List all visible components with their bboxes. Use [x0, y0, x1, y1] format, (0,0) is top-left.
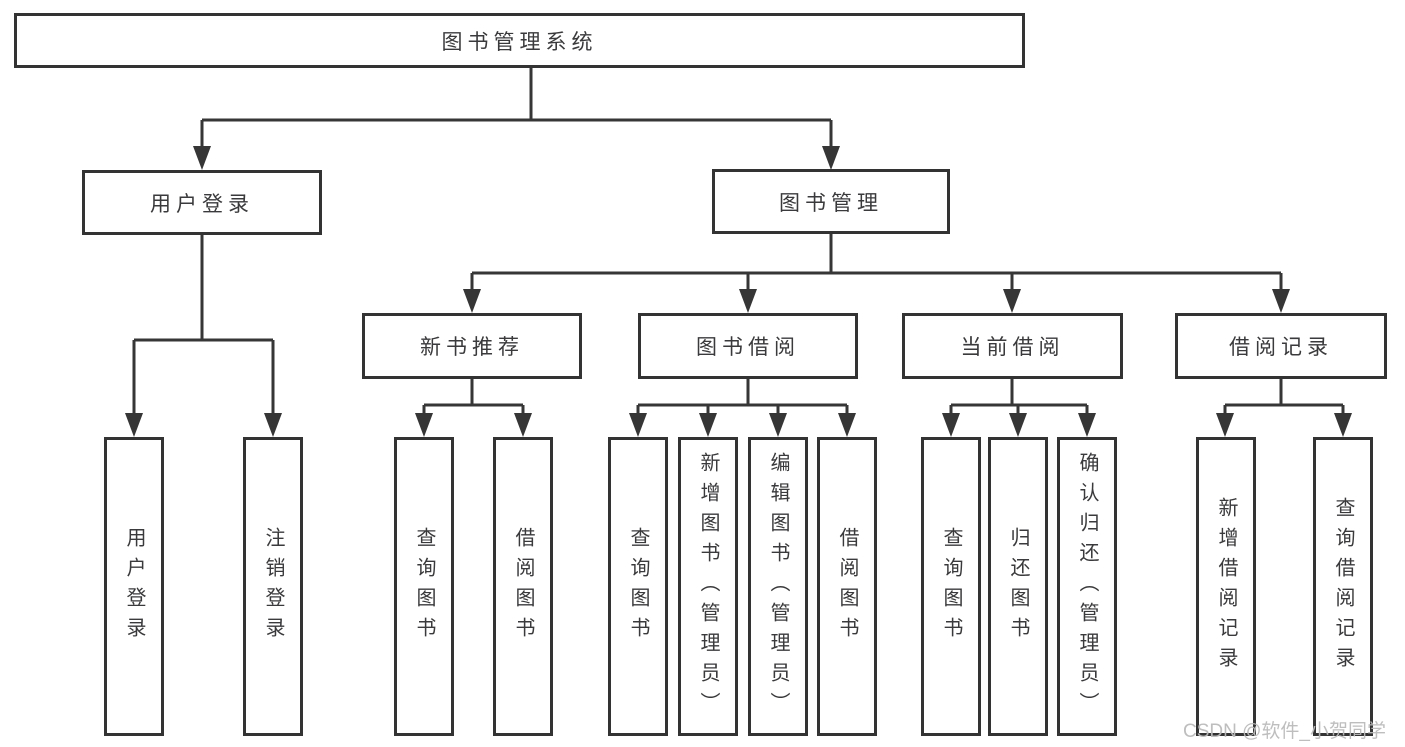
- leaf-edit-books-admin-label: 编辑图书（管理员）: [767, 451, 789, 722]
- node-borrowing-records-label: 借阅记录: [1229, 336, 1333, 359]
- leaf-borrow-books-recommend-label: 借阅图书: [512, 526, 534, 647]
- node-book-management: 图书管理: [712, 169, 950, 234]
- node-book-borrowing: 图书借阅: [638, 313, 858, 379]
- leaf-confirm-return-admin: 确认归还（管理员）: [1057, 437, 1117, 736]
- node-library-system-label: 图书管理系统: [441, 30, 598, 54]
- leaf-logout: 注销登录: [243, 437, 303, 736]
- leaf-query-books-recommend: 查询图书: [394, 437, 454, 736]
- leaf-add-books-admin: 新增图书（管理员）: [678, 437, 738, 736]
- leaf-borrow-books-borrowing: 借阅图书: [817, 437, 877, 736]
- leaf-confirm-return-admin-label: 确认归还（管理员）: [1076, 451, 1098, 722]
- node-current-borrowing-label: 当前借阅: [960, 336, 1065, 359]
- node-book-borrowing-label: 图书借阅: [696, 336, 800, 359]
- node-user-login: 用户登录: [82, 170, 322, 235]
- leaf-edit-books-admin: 编辑图书（管理员）: [748, 437, 808, 736]
- leaf-query-books-borrowing: 查询图书: [608, 437, 668, 736]
- leaf-user-login-label: 用户登录: [123, 526, 145, 647]
- node-new-book-recommendation: 新书推荐: [362, 313, 582, 379]
- node-book-management-label: 图书管理: [779, 191, 883, 215]
- leaf-user-login: 用户登录: [104, 437, 164, 736]
- leaf-borrow-books-recommend: 借阅图书: [493, 437, 553, 736]
- leaf-return-books: 归还图书: [988, 437, 1048, 736]
- leaf-query-books-recommend-label: 查询图书: [413, 526, 435, 647]
- watermark-text: CSDN @软件_小贺同学: [1183, 721, 1386, 742]
- leaf-query-books-borrowing-label: 查询图书: [627, 526, 649, 647]
- leaf-logout-label: 注销登录: [262, 526, 284, 647]
- node-borrowing-records: 借阅记录: [1175, 313, 1387, 379]
- leaf-add-borrow-record: 新增借阅记录: [1196, 437, 1256, 736]
- leaf-query-borrow-record-label: 查询借阅记录: [1332, 496, 1354, 677]
- node-new-book-recommendation-label: 新书推荐: [420, 336, 524, 359]
- node-library-system: 图书管理系统: [14, 13, 1025, 68]
- leaf-query-books-current-label: 查询图书: [940, 526, 962, 647]
- leaf-query-books-current: 查询图书: [921, 437, 981, 736]
- leaf-add-books-admin-label: 新增图书（管理员）: [697, 451, 719, 722]
- node-current-borrowing: 当前借阅: [902, 313, 1123, 379]
- node-user-login-label: 用户登录: [150, 192, 254, 216]
- leaf-add-borrow-record-label: 新增借阅记录: [1215, 496, 1237, 677]
- leaf-return-books-label: 归还图书: [1007, 526, 1029, 647]
- leaf-query-borrow-record: 查询借阅记录: [1313, 437, 1373, 736]
- leaf-borrow-books-borrowing-label: 借阅图书: [836, 526, 858, 647]
